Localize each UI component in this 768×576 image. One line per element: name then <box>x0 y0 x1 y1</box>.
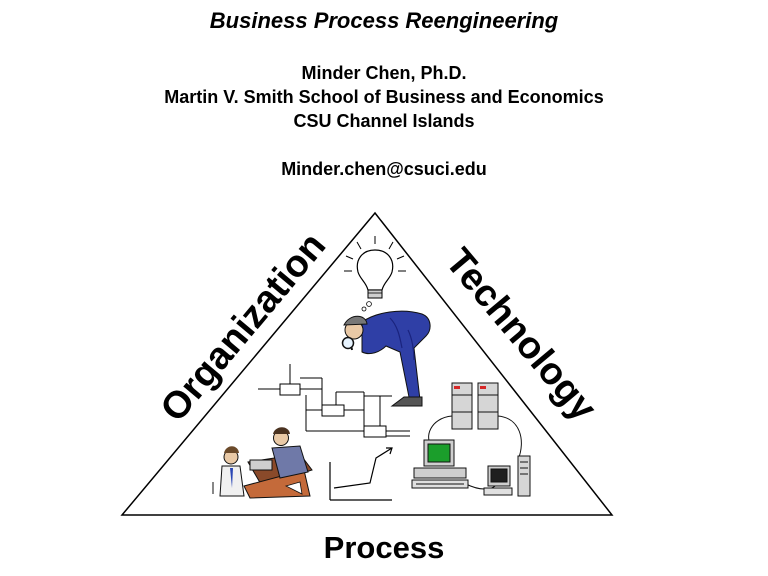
meeting-people-icon <box>212 427 313 499</box>
slide-title: Business Process Reengineering <box>209 8 559 33</box>
growth-chart-icon <box>329 447 393 501</box>
lightbulb-icon <box>344 236 406 312</box>
flowchart-icon <box>258 364 410 438</box>
detective-icon <box>341 310 431 407</box>
network-computers-icon <box>411 382 531 497</box>
process-label: Process <box>323 530 445 565</box>
triangle-outline <box>120 211 614 516</box>
organization-label: Organization <box>153 225 334 430</box>
school-name: Martin V. Smith School of Business and E… <box>164 87 604 107</box>
author-email: Minder.chen@csuci.edu <box>281 159 487 179</box>
author-name: Minder Chen, Ph.D. <box>301 63 467 83</box>
university-name: CSU Channel Islands <box>293 111 475 131</box>
